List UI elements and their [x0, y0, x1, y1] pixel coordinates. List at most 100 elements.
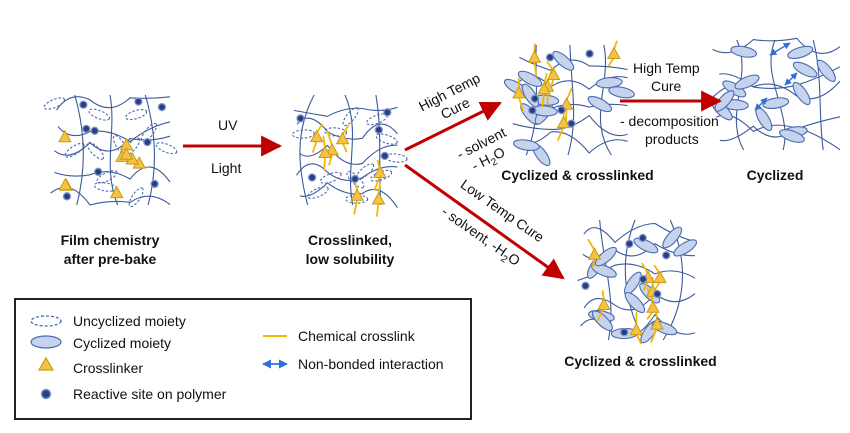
uncyclized-moiety [370, 169, 393, 182]
crosslinker [325, 142, 339, 156]
chemical-crosslink [642, 280, 649, 292]
non-bonded-interaction [769, 42, 791, 56]
crosslinker [650, 317, 664, 330]
cyclized-moiety [624, 291, 646, 314]
cyclized-moiety [792, 61, 818, 78]
uncyclized-moiety [355, 163, 375, 181]
chemical-crosslink [556, 126, 565, 142]
legend-chemical-crosslink: Chemical crosslink [298, 328, 415, 344]
legend-crosslinker: Crosslinker [73, 360, 144, 376]
reactive-site [653, 289, 662, 299]
crosslinked-caption: Crosslinked, low solubility [285, 231, 415, 269]
polymer-chain [716, 114, 841, 133]
high-temp-2-line2: Cure [651, 78, 682, 94]
cyclized-moiety [608, 86, 635, 99]
cyclized-moiety [552, 50, 575, 71]
chemical-crosslink [326, 130, 333, 147]
reactive-site [530, 94, 540, 103]
cyclized-moiety [734, 74, 760, 90]
uncyclized-moiety [155, 142, 178, 155]
reactive-site [638, 233, 647, 243]
chemical-crosslink [653, 264, 661, 275]
reactive-site [557, 105, 566, 115]
cyclized-moiety [816, 59, 836, 82]
chemical-crosslink [596, 308, 605, 322]
uncyclized-moiety-icon [30, 315, 62, 327]
cyclized-moiety [673, 239, 698, 257]
chemical-crosslink [650, 327, 658, 344]
cyclized-moiety [787, 45, 814, 60]
legend-box [14, 298, 472, 420]
reactive-site [638, 275, 648, 284]
reactive-site [79, 100, 88, 109]
cyclized-caption: Cyclized [746, 167, 804, 183]
polymer-chain [54, 135, 171, 156]
crosslinker [653, 270, 667, 284]
reactive-site [528, 106, 537, 115]
polymer-chain [57, 121, 171, 143]
cyclized-moiety [633, 237, 659, 254]
chemical-crosslink [328, 153, 333, 166]
cyclized-moiety [591, 263, 617, 278]
uncyclized-moiety [43, 97, 66, 110]
reactive-site [374, 125, 383, 135]
chemical-crosslink [591, 258, 596, 269]
non-bonded-interaction [754, 97, 768, 111]
reactive-site [157, 102, 167, 112]
polymer-chain [375, 94, 382, 206]
cyclized-moiety [591, 310, 613, 331]
reactive-site [82, 124, 91, 134]
chemical-crosslink [341, 124, 350, 136]
cyclized-moiety-icon [30, 335, 62, 349]
crosslinker [597, 297, 611, 310]
reactive-site [134, 97, 143, 106]
uncyclized-moiety [88, 108, 111, 121]
chemical-crosslink [375, 202, 380, 217]
uncyclized-moiety [141, 122, 158, 143]
uncyclized-moiety [345, 194, 369, 204]
uncyclized-moiety [123, 137, 141, 156]
reactive-site [380, 151, 389, 161]
uncyclized-moiety [64, 142, 85, 158]
chemical-crosslink [641, 262, 649, 274]
polymer-chain [299, 94, 315, 206]
chemical-crosslink [587, 238, 596, 251]
legend-reactive-site: Reactive site on polymer [73, 386, 227, 402]
reactive-site [307, 173, 317, 182]
crosslinker [587, 247, 602, 260]
uncyclized-moiety [324, 127, 348, 137]
crosslinker [371, 191, 386, 205]
uncyclized-moiety [291, 129, 315, 139]
crosslinker [350, 188, 365, 201]
polymer-chain [144, 94, 156, 206]
uncyclized-moiety [346, 170, 365, 189]
polymer-chain [567, 44, 575, 156]
reactive-site [581, 281, 590, 290]
reactive-site [143, 137, 152, 147]
cyclized-moiety [512, 139, 540, 151]
uncyclized-moiety [86, 141, 105, 160]
uncyclized-moiety [384, 153, 408, 163]
cyclized-crosslinked-bottom-cluster [577, 219, 698, 345]
chemical-crosslink [546, 61, 555, 72]
chemical-crosslink [315, 123, 324, 134]
crosslinked-caption-line1: Crosslinked, [307, 232, 393, 248]
film-caption-line1: Film chemistry [60, 232, 160, 248]
crosslinker [629, 322, 644, 336]
polymer-chain [812, 39, 824, 151]
reactive-site [296, 114, 305, 123]
reactive-site [662, 251, 671, 260]
low-temp-arrow [404, 163, 565, 280]
crosslinker [58, 129, 72, 143]
crosslinked-cluster [291, 94, 408, 217]
crosslinker [646, 300, 660, 313]
crosslinker [512, 85, 526, 99]
uncyclized-moiety [128, 187, 144, 208]
cyclized-crosslinked-bottom-caption: Cyclized & crosslinked [564, 353, 717, 369]
cyclized-moiety [662, 226, 683, 249]
chemical-crosslink [353, 199, 359, 215]
polymer-chain [293, 106, 398, 117]
cyclized-moiety [517, 70, 543, 87]
cyclized-crosslinked-top-cluster [503, 40, 635, 167]
crosslinker [556, 115, 571, 129]
